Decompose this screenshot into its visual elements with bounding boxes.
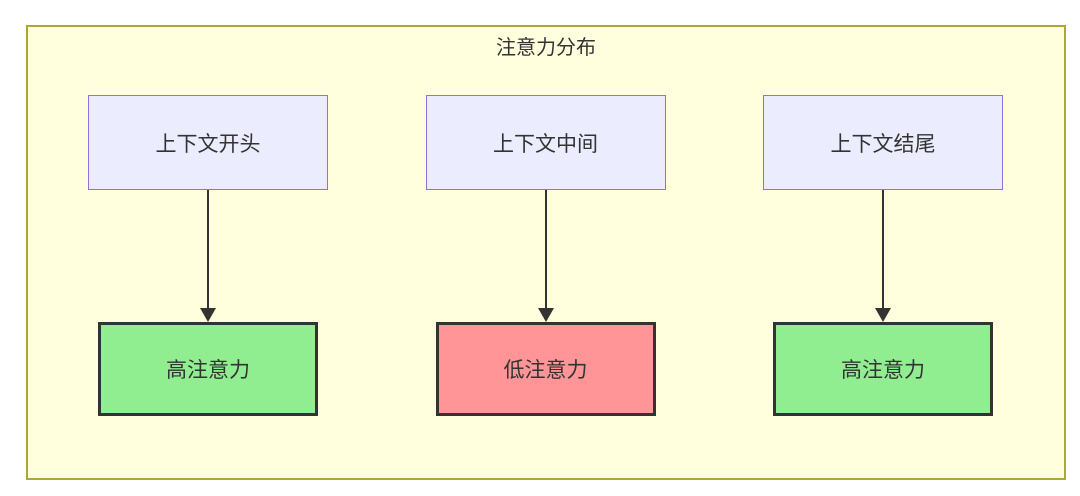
node-context-end-label: 上下文结尾 (830, 132, 936, 156)
arrow-head-icon (537, 308, 554, 322)
arrow-context-middle-to-low (537, 190, 554, 322)
node-context-middle-label: 上下文中间 (493, 132, 598, 156)
node-high-attention-right: 高注意力 (773, 322, 993, 416)
node-high-attention-right-label: 高注意力 (841, 359, 925, 382)
node-context-end: 上下文结尾 (763, 95, 1003, 190)
arrow-line (882, 190, 884, 309)
node-low-attention: 低注意力 (435, 322, 656, 416)
arrow-line (207, 190, 209, 309)
flow-column-context-end: 上下文结尾 高注意力 (763, 95, 1003, 416)
arrow-head-icon (875, 308, 891, 322)
arrow-line (544, 190, 547, 309)
node-context-start-label: 上下文开头 (155, 132, 261, 156)
diagram-title: 注意力分布 (496, 37, 596, 59)
arrow-context-start-to-high (200, 190, 216, 322)
arrow-context-end-to-high (875, 190, 891, 322)
node-context-middle: 上下文中间 (425, 95, 666, 190)
attention-distribution-cluster: 注意力分布 上下文开头 高注意力 上下文中间 (26, 25, 1066, 480)
flow-columns: 上下文开头 高注意力 上下文中间 低注意力 (28, 95, 1064, 416)
flow-column-context-start: 上下文开头 高注意力 (88, 95, 328, 416)
flow-column-context-middle: 上下文中间 低注意力 (425, 95, 666, 416)
node-low-attention-label: 低注意力 (503, 359, 588, 382)
node-high-attention-left-label: 高注意力 (166, 359, 250, 382)
node-high-attention-left: 高注意力 (98, 322, 318, 416)
node-context-start: 上下文开头 (88, 95, 328, 190)
arrow-head-icon (200, 308, 216, 322)
